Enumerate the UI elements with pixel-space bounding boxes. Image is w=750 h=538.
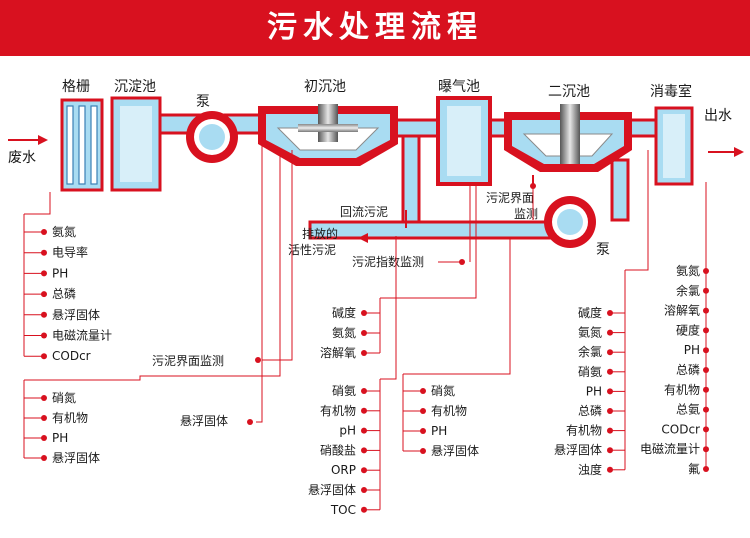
param-label: 悬浮固体 [431, 444, 479, 458]
param-label: 硝氮 [52, 390, 76, 405]
param-label: 溶解氧 [320, 345, 356, 360]
connector-lines [256, 140, 534, 423]
label-discharge-1: 排放的 [302, 226, 338, 241]
param-label: 总磷 [676, 362, 700, 377]
param-label: 悬浮固体 [554, 443, 602, 457]
label-sludge-interface-secondary-2: 监测 [514, 207, 538, 221]
pipe-return-horizontal [308, 220, 552, 240]
primary-clarifier [258, 104, 398, 166]
param-label: 硬度 [676, 322, 700, 337]
param-label: PH [52, 431, 68, 445]
param-label: CODcr [52, 349, 91, 363]
param-label: 氨氮 [332, 325, 356, 340]
param-label: 碱度 [332, 305, 356, 320]
param-label: 浊度 [578, 462, 602, 477]
pipe-primary-aeration [393, 118, 442, 138]
connector-dots [247, 183, 536, 425]
param-dot [703, 466, 709, 472]
param-dot [703, 327, 709, 334]
page-title: 污水处理流程 [267, 10, 483, 45]
param-label: PH [52, 266, 68, 280]
param-label: CODcr [661, 422, 700, 436]
param-label: PH [586, 384, 602, 398]
param-label: 硝氨 [332, 384, 356, 398]
param-dot [703, 386, 709, 393]
param-label: 溶解氧 [664, 303, 700, 318]
param-dot [703, 268, 709, 274]
param-label: pH [339, 424, 356, 438]
param-label: 有机物 [566, 424, 602, 438]
param-label: PH [431, 424, 447, 438]
param-dot [703, 307, 709, 314]
label-outlet: 出水 [704, 108, 732, 124]
param-dot [703, 347, 709, 354]
label-inlet: 废水 [8, 150, 36, 166]
pipe-secondary-pump2 [610, 158, 630, 222]
label-primary-ss: 悬浮固体 [180, 414, 228, 428]
param-label: 有机物 [52, 411, 88, 425]
param-label: 硝氨 [578, 365, 602, 379]
param-label: 总氨 [676, 403, 700, 417]
param-label: 有机物 [664, 383, 700, 397]
param-label: 氟 [688, 462, 700, 476]
param-label: 电导率 [52, 245, 88, 260]
param-dot [703, 287, 709, 294]
param-dot [703, 446, 709, 453]
secondary-clarifier [504, 104, 632, 172]
param-label: 硝酸盐 [320, 442, 356, 457]
param-label: 有机物 [320, 404, 356, 418]
param-label: 碱度 [578, 305, 602, 320]
label-sludge-index: 污泥指数监测 [352, 254, 424, 269]
label-disinfect: 消毒室 [650, 83, 692, 100]
label-settling: 沉淀池 [114, 79, 156, 95]
param-label: TOC [330, 503, 356, 517]
param-label: 总磷 [52, 286, 76, 301]
param-label: ORP [331, 463, 356, 477]
param-label: 氨氮 [578, 325, 602, 340]
param-label: 悬浮固体 [52, 308, 100, 322]
pump-1 [186, 111, 238, 163]
param-label: 硝氮 [431, 383, 455, 398]
title-banner: 污水处理流程 [0, 0, 750, 56]
label-sludge-interface-secondary-1: 污泥界面 [486, 191, 534, 205]
param-label: PH [684, 343, 700, 357]
aeration-tank [436, 96, 492, 186]
param-dot [703, 367, 709, 373]
label-discharge-2: 活性污泥 [288, 243, 336, 257]
param-label: 氨氮 [52, 224, 76, 239]
label-grille: 格栅 [62, 79, 90, 95]
param-label: 有机物 [431, 404, 467, 418]
label-return-sludge: 回流污泥 [340, 205, 388, 219]
label-pump-1: 泵 [196, 94, 210, 110]
label-primary-interface: 污泥界面监测 [152, 354, 224, 368]
disinfection-chamber [654, 106, 694, 186]
label-secondary: 二沉池 [548, 84, 590, 100]
label-primary: 初沉池 [304, 78, 346, 95]
param-label: 氨氮 [676, 263, 700, 278]
param-label: 余氯 [676, 283, 700, 298]
param-label: 总磷 [578, 403, 602, 418]
param-dot [703, 406, 709, 413]
param-label: 余氯 [578, 344, 602, 359]
grille [60, 98, 104, 192]
pump-2 [544, 196, 596, 248]
param-label: 悬浮固体 [308, 483, 356, 497]
param-label: 电磁流量计 [52, 328, 112, 343]
label-aeration: 曝气池 [438, 79, 480, 95]
label-pump-2: 泵 [596, 242, 610, 258]
param-label: 电磁流量计 [640, 441, 700, 456]
param-dot [703, 426, 709, 433]
process-diagram: 格栅 沉淀池 泵 初沉池 曝气池 二沉池 消毒室 泵 废水 出水 回流污泥 排放… [8, 78, 744, 517]
param-label: 悬浮固体 [52, 451, 100, 465]
